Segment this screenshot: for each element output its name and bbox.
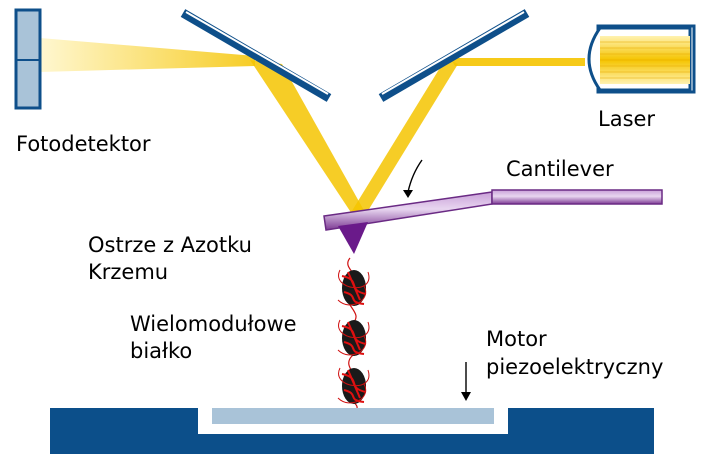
- label-laser: Laser: [598, 107, 655, 131]
- cantilever-deflection-arrow: [403, 159, 423, 198]
- cantilever-base: [491, 189, 663, 205]
- laser-beam: [40, 38, 585, 214]
- right-mirror: [378, 9, 530, 102]
- labels: Fotodetektor Laser Cantilever Ostrze z A…: [16, 107, 663, 379]
- left-mirror: [180, 9, 332, 102]
- photodetector: [14, 8, 42, 110]
- piezo-stage: [50, 408, 654, 454]
- piezo-arrow: [461, 362, 471, 401]
- label-photodetector: Fotodetektor: [16, 132, 151, 156]
- beam-mirror-to-detector: [40, 38, 255, 72]
- laser-core-lines: [600, 41, 690, 79]
- label-motor-line1: Motor: [486, 327, 547, 351]
- beam-laser-to-mirror: [450, 58, 585, 66]
- multimodular-protein: [337, 257, 370, 411]
- protein-module-1: [337, 269, 370, 306]
- tip: [338, 222, 368, 254]
- protein-module-3: [337, 367, 370, 404]
- cantilever: [323, 189, 663, 254]
- label-protein-line1: Wielomodułowe: [130, 312, 297, 336]
- laser-source: [587, 24, 696, 94]
- label-protein-line2: białko: [130, 339, 192, 363]
- protein-module-2: [337, 319, 370, 356]
- label-tip-line1: Ostrze z Azotku: [88, 233, 252, 257]
- label-tip-line2: Krzemu: [88, 260, 168, 284]
- beam-mirror-to-tip: [350, 58, 458, 214]
- beam-tip-to-mirror: [250, 60, 366, 214]
- label-cantilever: Cantilever: [506, 157, 614, 181]
- sample-plate: [212, 408, 494, 424]
- label-motor-line2: piezoelektryczny: [486, 355, 663, 379]
